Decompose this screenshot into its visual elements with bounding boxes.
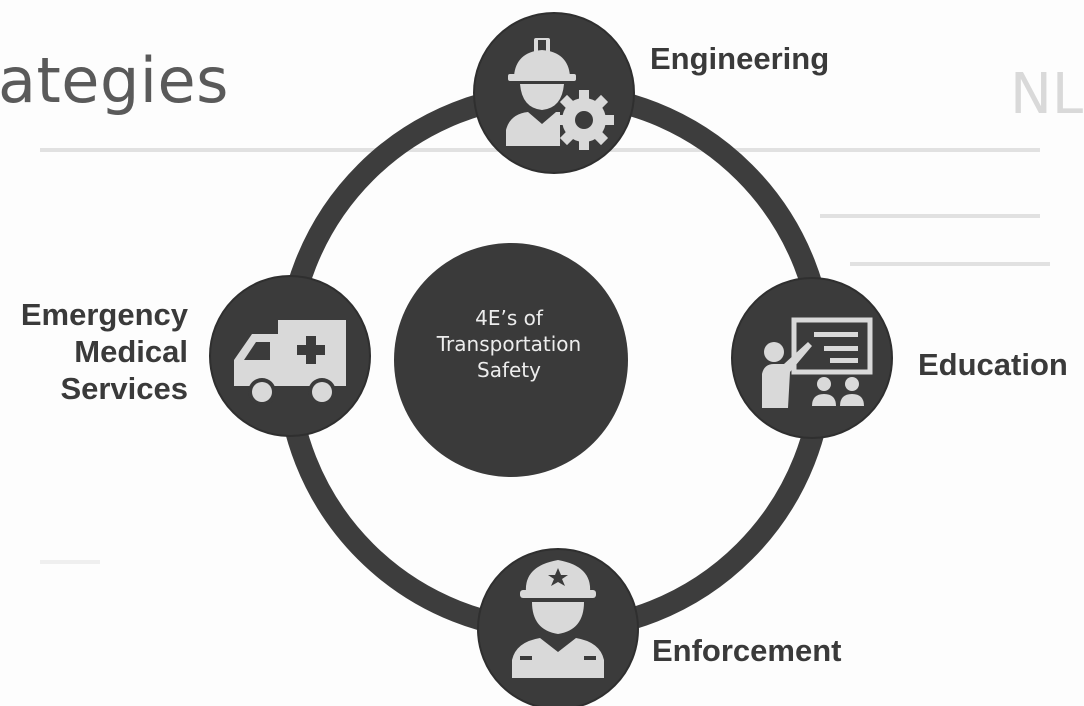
ems-label: Emergency Medical Services: [0, 296, 188, 407]
background-ghost-title: NL Area Strategies - Pedestrian: [1010, 62, 1084, 127]
center-label-line: Transportation: [436, 332, 582, 356]
ems-label-line: Emergency: [20, 297, 188, 332]
education-label: Education: [918, 347, 1068, 382]
ems-label-line: Medical: [74, 334, 188, 369]
center-label-line: 4E’s of: [475, 306, 543, 330]
center-label-line: Safety: [477, 358, 541, 382]
gear-icon: [554, 90, 614, 150]
enforcement-label: Enforcement: [652, 633, 842, 668]
ems-node: [209, 275, 371, 437]
ambulance-icon: [234, 320, 346, 406]
center-hub: [394, 243, 628, 477]
slide-title: ategies: [0, 44, 229, 117]
background-ghost-line: [850, 262, 1050, 266]
enforcement-node: [477, 548, 639, 706]
center-hub-label: 4E’s of Transportation Safety: [405, 305, 613, 383]
engineering-label: Engineering: [650, 41, 830, 76]
ems-label-line: Services: [60, 371, 188, 406]
engineering-node: [473, 12, 635, 174]
teacher-presentation-icon: [762, 317, 873, 408]
education-node: [731, 277, 893, 439]
engineer-gear-icon: [506, 38, 614, 150]
background-ghost-line: [40, 560, 100, 564]
police-officer-icon: [512, 560, 604, 678]
background-ghost-line: [820, 214, 1040, 218]
